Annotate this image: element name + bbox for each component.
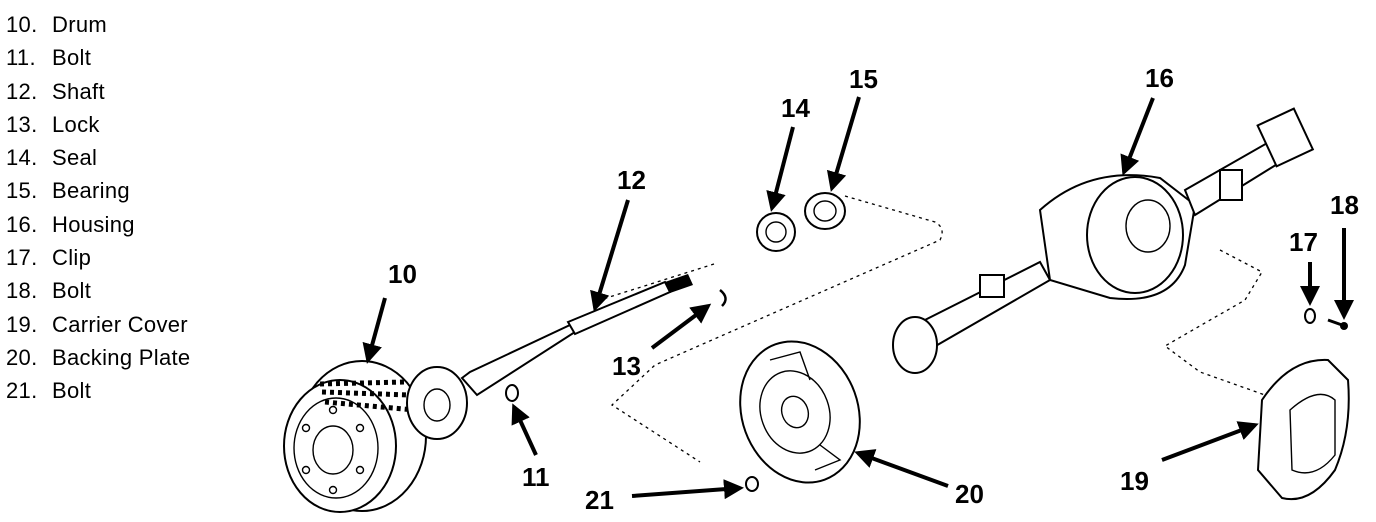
callout-11: 11 [522, 462, 550, 492]
legend-item-housing: 16.Housing [6, 211, 135, 237]
parts-legend: 10.Drum 11.Bolt 12.Shaft 13.Lock 14.Seal… [6, 8, 190, 408]
callout-labels: 10 11 12 13 14 15 16 17 18 19 20 21 [388, 63, 1359, 515]
backing-plate [739, 340, 861, 484]
callout-13: 13 [612, 351, 641, 381]
legend-item-drum: 10.Drum [6, 12, 107, 37]
legend-item-seal: 14.Seal [6, 145, 98, 171]
callout-arrows [362, 96, 1354, 500]
axle-shaft [406, 274, 693, 440]
callout-14: 14 [781, 93, 810, 123]
callout-12: 12 [617, 165, 646, 195]
assembly-dashed-lines [599, 195, 1266, 463]
callout-15: 15 [849, 64, 878, 94]
callout-18: 18 [1330, 190, 1359, 220]
callout-20: 20 [955, 479, 984, 509]
legend-item-bolt-11: 11.Bolt [6, 45, 92, 71]
legend-item-bolt-18: 18.Bolt [6, 278, 92, 304]
callout-21: 21 [585, 485, 614, 515]
legend-item-carrier-cover: 19.Carrier Cover [6, 311, 188, 337]
callout-10: 10 [388, 259, 417, 289]
seal-part [756, 212, 796, 252]
legend-item-backing-plate: 20.Backing Plate [6, 344, 191, 370]
callout-16: 16 [1145, 63, 1174, 93]
clip-17-part [1304, 308, 1316, 324]
legend-item-bearing: 15.Bearing [6, 178, 130, 204]
lock-clip [719, 289, 727, 307]
brake-drum [283, 360, 427, 513]
bearing-part [804, 192, 846, 230]
bolt-18-part [1327, 318, 1348, 330]
carrier-cover [1256, 358, 1350, 501]
bolt-21-part [745, 476, 759, 492]
callout-17: 17 [1289, 227, 1318, 257]
axle-housing [892, 107, 1315, 374]
legend-item-shaft: 12.Shaft [6, 78, 105, 104]
legend-item-lock: 13.Lock [6, 111, 100, 137]
legend-item-clip: 17.Clip [6, 245, 92, 271]
callout-19: 19 [1120, 466, 1149, 496]
legend-item-bolt-21: 21.Bolt [6, 378, 92, 404]
